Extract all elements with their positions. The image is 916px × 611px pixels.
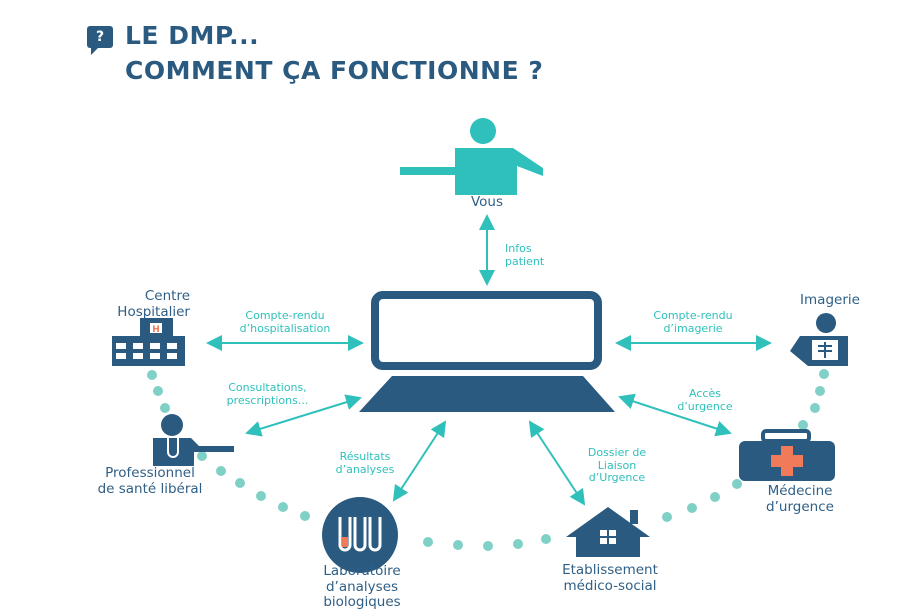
flow-cr-imagerie: Compte-rendu d’imagerie <box>653 309 733 335</box>
flow-resultats: Résultats d’analyses <box>335 450 395 476</box>
node-medecine-urgence: Médecine d’urgence <box>766 483 834 515</box>
lab-tubes-icon <box>322 497 398 573</box>
flow-cr-hospitalisation: Compte-rendu d’hospitalisation <box>239 309 331 335</box>
node-centre-hospitalier: Centre Hospitalier <box>117 288 190 320</box>
flow-consultations: Consultations, prescriptions... <box>226 381 309 407</box>
laptop-icon <box>359 291 615 412</box>
arrow-etablissement <box>528 420 586 506</box>
node-etablissement: Etablissement médico-social <box>562 562 658 594</box>
medical-bag-icon <box>739 429 835 481</box>
question-bubble-icon: ? <box>87 26 113 55</box>
doctor-icon <box>153 414 234 466</box>
arrow-urgence <box>618 393 732 437</box>
hospital-icon: H <box>112 318 185 366</box>
flow-acces-urgence: Accès d’urgence <box>677 387 733 413</box>
node-vous: Vous <box>470 194 504 210</box>
arrow-professionnel <box>245 394 362 437</box>
dotted-path <box>147 369 829 551</box>
node-imagerie: Imagerie <box>800 292 860 308</box>
house-icon <box>566 507 650 557</box>
svg-text:H: H <box>152 325 160 335</box>
question-mark: ? <box>95 29 105 45</box>
title-line-2: COMMENT ÇA FONCTIONNE ? <box>125 56 544 85</box>
person-icon <box>400 118 543 195</box>
title-line-1: LE DMP... <box>125 21 260 50</box>
arrow-laboratoire <box>392 420 447 502</box>
node-professionnel: Professionnel de santé libéral <box>97 465 203 497</box>
imaging-icon <box>790 313 848 366</box>
flow-dossier-liaison: Dossier de Liaison d’Urgence <box>587 446 647 485</box>
node-laboratoire: Laboratoire d’analyses biologiques <box>323 563 401 611</box>
flow-infos-patient: Infos patient <box>505 242 545 268</box>
